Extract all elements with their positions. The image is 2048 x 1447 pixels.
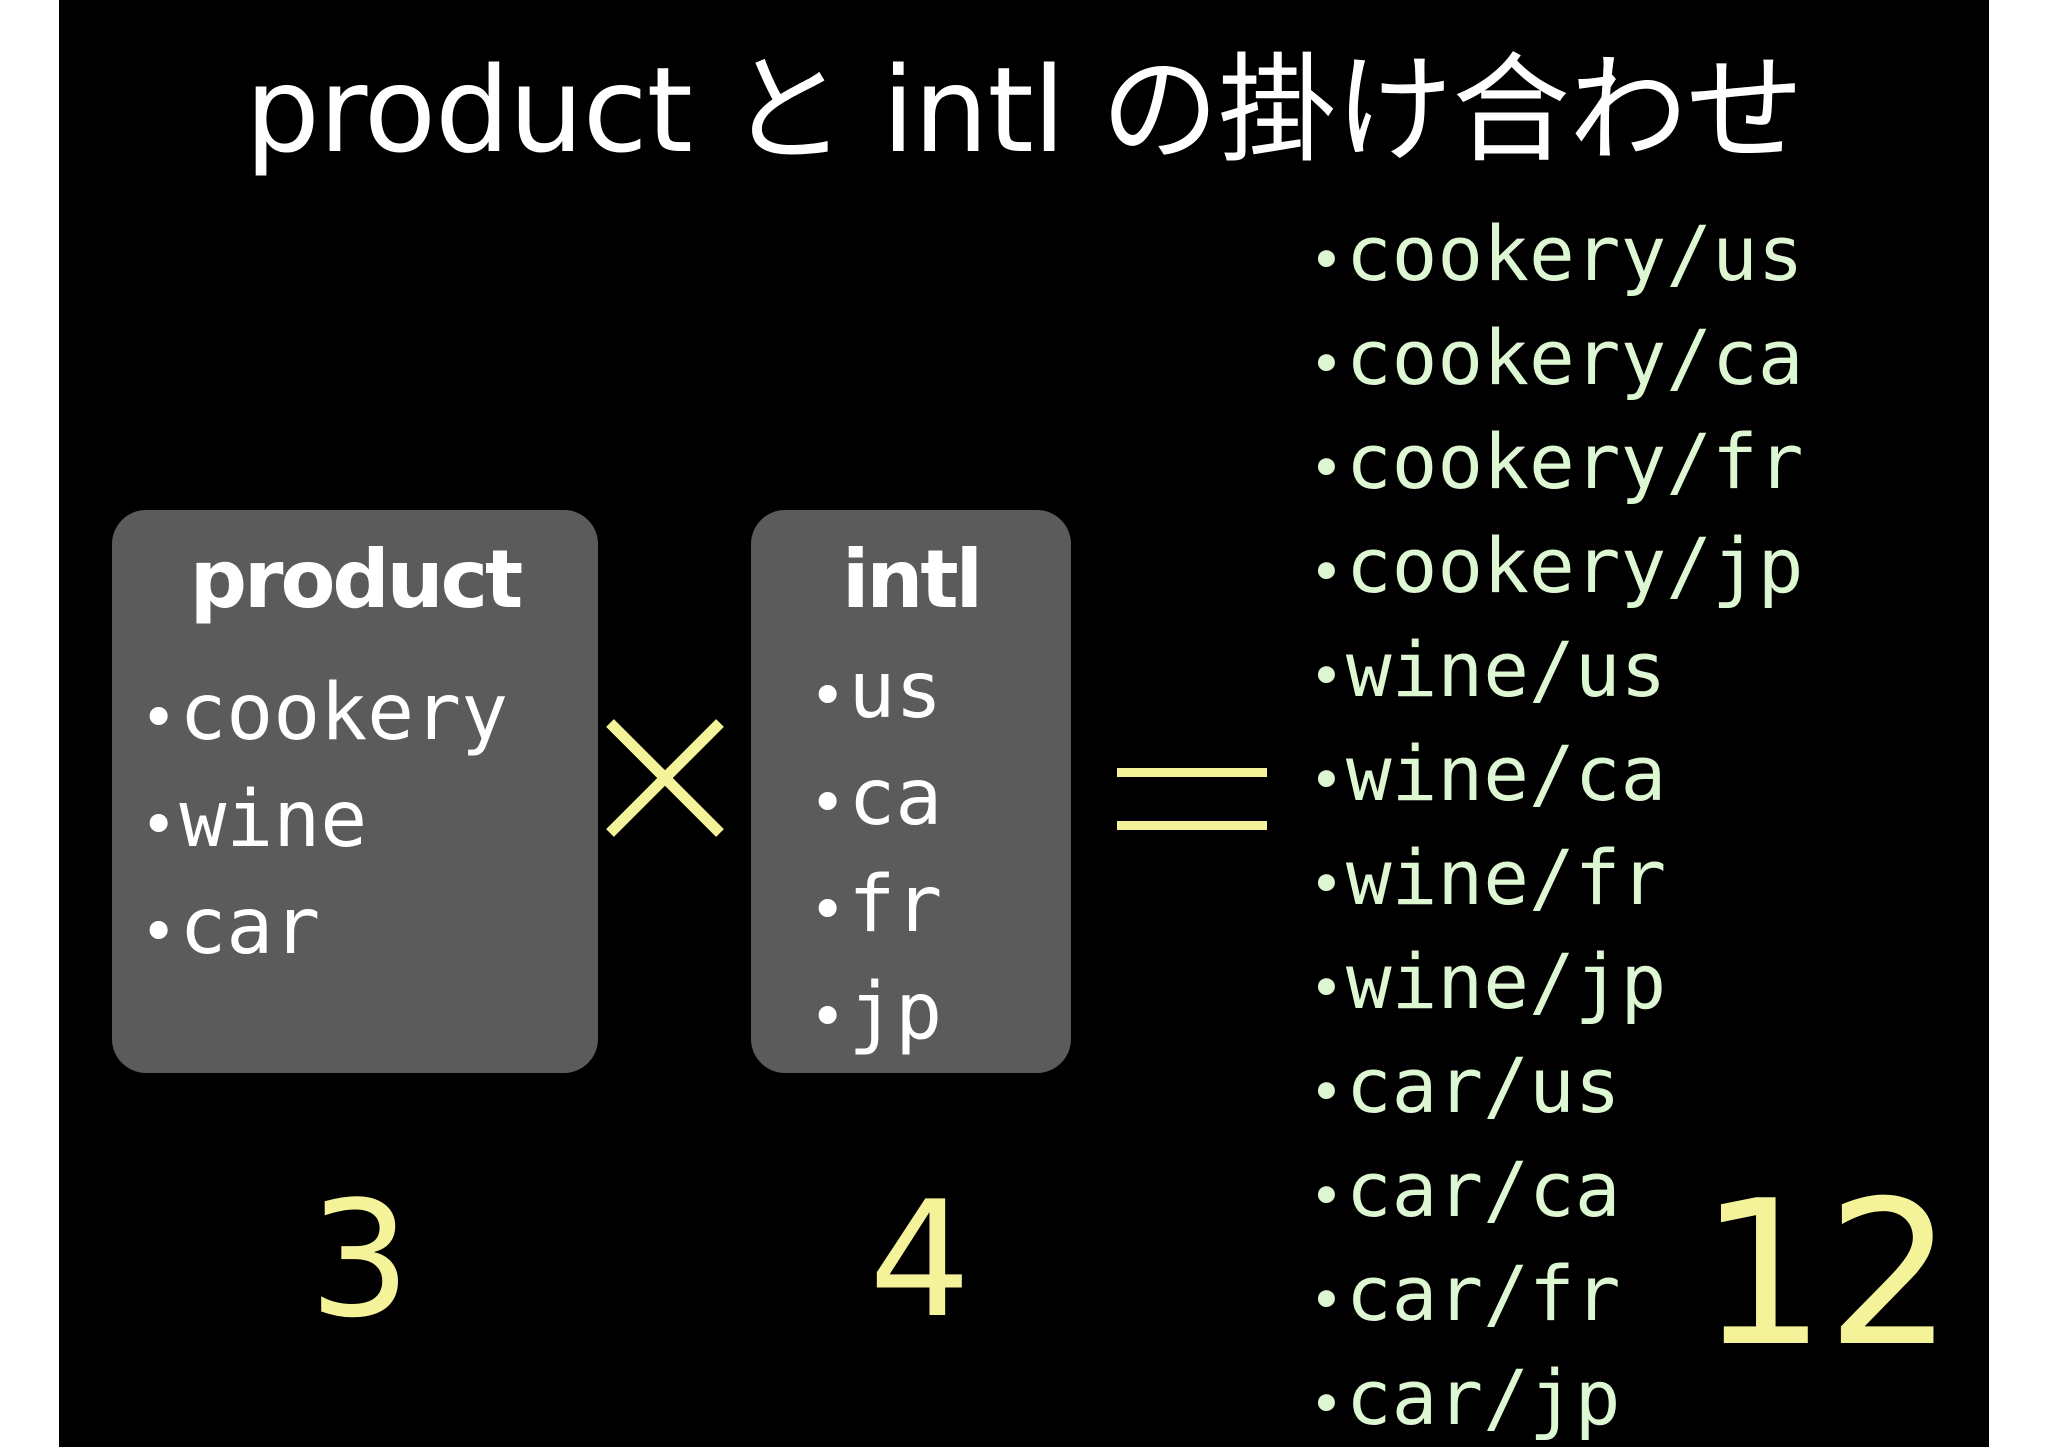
bullet: • [809, 873, 847, 946]
bullet: • [1309, 538, 1344, 606]
multiply-icon [606, 719, 724, 837]
equals-icon [1117, 768, 1267, 830]
bullet: • [809, 980, 847, 1053]
bullet: • [1309, 954, 1344, 1022]
intl-item-label: fr [848, 860, 943, 950]
result-item-label: wine/fr [1345, 833, 1667, 922]
intl-item-label: jp [848, 967, 943, 1057]
bullet: • [1309, 642, 1344, 710]
bullet: • [140, 788, 178, 861]
bullet: • [809, 766, 847, 839]
bullet: • [809, 659, 847, 732]
result-item-label: wine/jp [1345, 937, 1667, 1026]
bullet: • [1309, 1058, 1344, 1126]
list-item: •cookery/jp [1309, 517, 1803, 621]
list-item: •jp [809, 961, 942, 1068]
list-item: •wine/us [1309, 621, 1803, 725]
slide: product と intl の掛け合わせ product •cookery •… [59, 0, 1989, 1447]
product-count: 3 [309, 1166, 411, 1353]
slide-title: product と intl の掛け合わせ [245, 41, 1804, 179]
product-item-label: wine [179, 775, 368, 865]
list-item: •car [140, 876, 508, 983]
list-item: •cookery/us [1309, 205, 1803, 309]
bullet: • [1309, 1162, 1344, 1230]
intl-count: 4 [869, 1166, 971, 1353]
bullet: • [1309, 226, 1344, 294]
result-item-label: cookery/fr [1345, 417, 1804, 506]
list-item: •car/us [1309, 1037, 1803, 1141]
total-count: 12 [1699, 1158, 1954, 1391]
list-item: •cookery [140, 662, 508, 769]
product-item-label: car [179, 882, 321, 972]
list-item: •car/ca [1309, 1141, 1803, 1245]
list-item: •wine/fr [1309, 829, 1803, 933]
bullet: • [1309, 1370, 1344, 1438]
result-item-label: car/fr [1345, 1249, 1621, 1338]
result-item-label: car/us [1345, 1041, 1621, 1130]
list-item: •cookery/fr [1309, 413, 1803, 517]
intl-list: •us •ca •fr •jp [809, 640, 942, 1068]
product-box: product •cookery •wine •car [112, 510, 598, 1073]
intl-box: intl •us •ca •fr •jp [751, 510, 1071, 1073]
list-item: •wine [140, 769, 508, 876]
list-item: •car/jp [1309, 1349, 1803, 1447]
result-item-label: cookery/jp [1345, 521, 1804, 610]
list-item: •cookery/ca [1309, 309, 1803, 413]
list-item: •car/fr [1309, 1245, 1803, 1349]
result-item-label: car/jp [1345, 1353, 1621, 1442]
list-item: •wine/ca [1309, 725, 1803, 829]
bullet: • [140, 895, 178, 968]
bullet: • [1309, 330, 1344, 398]
result-item-label: wine/us [1345, 625, 1667, 714]
intl-heading: intl [841, 533, 983, 626]
bullet: • [1309, 746, 1344, 814]
result-item-label: wine/ca [1345, 729, 1667, 818]
product-list: •cookery •wine •car [140, 662, 508, 983]
product-item-label: cookery [179, 668, 509, 758]
result-list: •cookery/us •cookery/ca •cookery/fr •coo… [1309, 205, 1803, 1447]
bullet: • [1309, 850, 1344, 918]
list-item: •wine/jp [1309, 933, 1803, 1037]
result-item-label: cookery/us [1345, 209, 1804, 298]
product-heading: product [189, 533, 524, 626]
intl-item-label: ca [848, 753, 943, 843]
list-item: •us [809, 640, 942, 747]
result-item-label: car/ca [1345, 1145, 1621, 1234]
list-item: •fr [809, 854, 942, 961]
bullet: • [1309, 434, 1344, 502]
list-item: •ca [809, 747, 942, 854]
bullet: • [1309, 1266, 1344, 1334]
bullet: • [140, 681, 178, 754]
result-item-label: cookery/ca [1345, 313, 1804, 402]
intl-item-label: us [848, 646, 943, 736]
